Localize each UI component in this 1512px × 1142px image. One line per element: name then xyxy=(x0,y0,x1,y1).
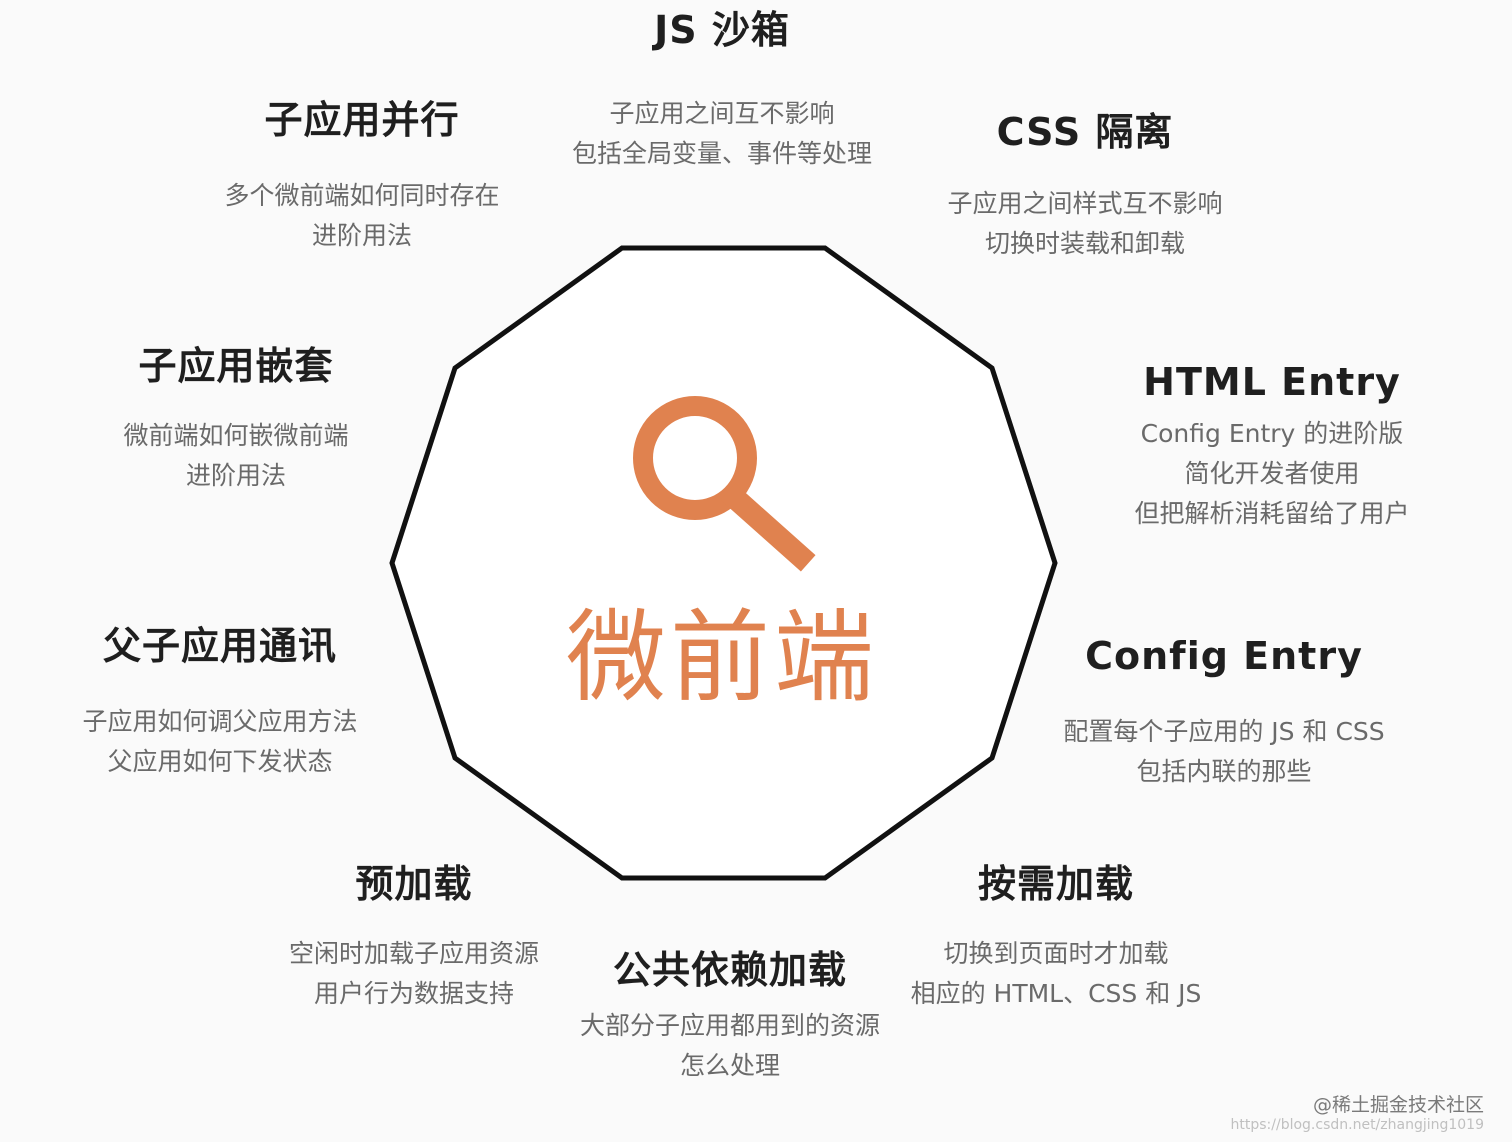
node-parent-child-comm: 父子应用通讯 子应用如何调父应用方法 父应用如何下发状态 xyxy=(82,624,357,782)
node-desc: 子应用之间互不影响 包括全局变量、事件等处理 xyxy=(572,94,872,174)
desc-line: 简化开发者使用 xyxy=(1184,458,1360,488)
desc-line: 子应用如何调父应用方法 xyxy=(82,706,358,736)
desc-line: 包括内联的那些 xyxy=(1136,756,1312,786)
node-title: CSS 隔离 xyxy=(996,110,1174,154)
desc-line: 但把解析消耗留给了用户 xyxy=(1134,498,1410,528)
desc-line: 用户行为数据支持 xyxy=(313,978,515,1008)
node-desc: 切换到页面时才加载 相应的 HTML、CSS 和 JS xyxy=(911,934,1202,1014)
node-shared-deps-loading: 公共依赖加载 大部分子应用都用到的资源 怎么处理 xyxy=(580,948,880,1086)
node-html-entry: HTML Entry Config Entry 的进阶版 简化开发者使用 但把解… xyxy=(1134,360,1409,534)
desc-line: 相应的 HTML、CSS 和 JS xyxy=(910,978,1202,1008)
desc-line: 空闲时加载子应用资源 xyxy=(288,938,540,968)
node-desc: 微前端如何嵌微前端 进阶用法 xyxy=(123,416,348,496)
watermark-text: @稀土掘金技术社区 xyxy=(1312,1094,1484,1116)
node-title: Config Entry xyxy=(1085,634,1363,678)
node-preloading: 预加载 空闲时加载子应用资源 用户行为数据支持 xyxy=(289,862,539,1014)
node-desc: 配置每个子应用的 JS 和 CSS 包括内联的那些 xyxy=(1063,712,1384,792)
node-title: 子应用并行 xyxy=(264,98,460,142)
desc-line: 切换到页面时才加载 xyxy=(943,938,1169,968)
desc-line: 进阶用法 xyxy=(311,220,413,250)
desc-line: 大部分子应用都用到的资源 xyxy=(579,1010,881,1040)
desc-line: 切换时装载和卸载 xyxy=(984,228,1186,258)
desc-line: 包括全局变量、事件等处理 xyxy=(571,138,873,168)
node-title: 公共依赖加载 xyxy=(612,948,848,992)
desc-line: 子应用之间样式互不影响 xyxy=(947,188,1223,218)
node-desc: 大部分子应用都用到的资源 怎么处理 xyxy=(580,1006,880,1086)
search-icon xyxy=(633,396,816,572)
desc-line: 父应用如何下发状态 xyxy=(107,746,333,776)
desc-line: 微前端如何嵌微前端 xyxy=(123,420,349,450)
node-desc: 多个微前端如何同时存在 进阶用法 xyxy=(224,176,499,256)
node-title: 按需加载 xyxy=(977,862,1135,906)
node-sub-app-nesting: 子应用嵌套 微前端如何嵌微前端 进阶用法 xyxy=(123,344,348,496)
desc-line: Config Entry 的进阶版 xyxy=(1140,418,1404,448)
desc-line: 多个微前端如何同时存在 xyxy=(224,180,500,210)
watermark-url: https://blog.csdn.net/zhangjing1019 xyxy=(1230,1117,1484,1133)
node-desc: Config Entry 的进阶版 简化开发者使用 但把解析消耗留给了用户 xyxy=(1134,414,1409,534)
node-css-isolation: CSS 隔离 子应用之间样式互不影响 切换时装载和卸载 xyxy=(947,110,1222,264)
node-desc: 子应用之间样式互不影响 切换时装载和卸载 xyxy=(947,184,1222,264)
node-on-demand-loading: 按需加载 切换到页面时才加载 相应的 HTML、CSS 和 JS xyxy=(911,862,1202,1014)
node-title: 子应用嵌套 xyxy=(138,344,334,388)
node-title: JS 沙箱 xyxy=(654,8,790,52)
desc-line: 配置每个子应用的 JS 和 CSS xyxy=(1063,716,1385,746)
center-title: 微前端 xyxy=(566,599,878,716)
desc-line: 进阶用法 xyxy=(185,460,287,490)
watermark: @稀土掘金技术社区 https://blog.csdn.net/zhangjin… xyxy=(1231,1094,1484,1134)
node-js-sandbox: JS 沙箱 子应用之间互不影响 包括全局变量、事件等处理 xyxy=(572,8,872,174)
node-title: HTML Entry xyxy=(1143,360,1401,404)
node-desc: 子应用如何调父应用方法 父应用如何下发状态 xyxy=(82,702,357,782)
node-sub-app-parallel: 子应用并行 多个微前端如何同时存在 进阶用法 xyxy=(224,98,499,256)
node-title: 预加载 xyxy=(355,862,473,906)
desc-line: 怎么处理 xyxy=(679,1050,781,1080)
desc-line: 子应用之间互不影响 xyxy=(609,98,835,128)
decagon-outline xyxy=(389,245,1058,881)
node-desc: 空闲时加载子应用资源 用户行为数据支持 xyxy=(289,934,539,1014)
node-title: 父子应用通讯 xyxy=(102,624,338,668)
node-config-entry: Config Entry 配置每个子应用的 JS 和 CSS 包括内联的那些 xyxy=(1063,634,1384,792)
